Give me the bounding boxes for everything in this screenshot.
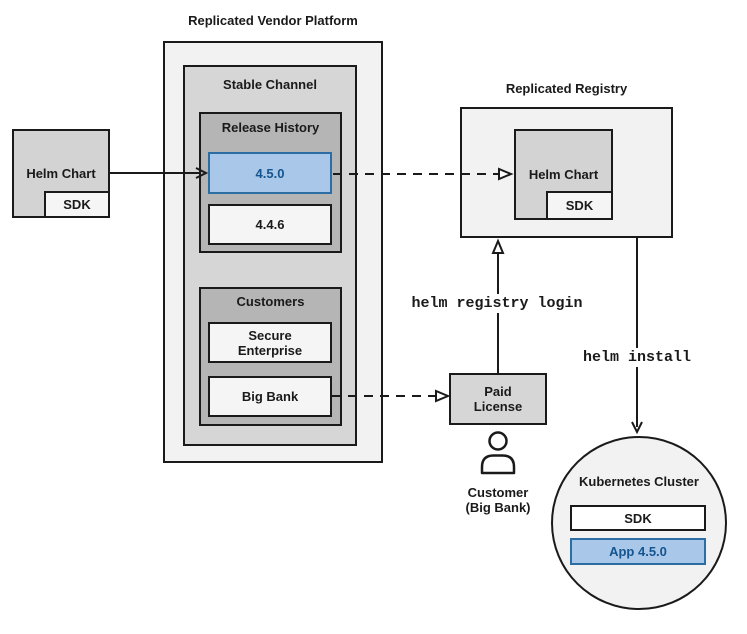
release-4-4-6-box: 4.4.6 (208, 204, 332, 245)
registry-sdk-box: SDK (546, 191, 613, 220)
customer-actor-label: Customer (Big Bank) (466, 485, 531, 515)
source-helm-chart-label: Helm Chart (26, 166, 96, 181)
cluster-app-box: App 4.5.0 (570, 538, 706, 565)
source-sdk-box: SDK (44, 191, 110, 218)
release-4-5-0-box: 4.5.0 (208, 152, 332, 194)
release-4-5-0-label: 4.5.0 (255, 165, 285, 181)
vendor-platform-title: Replicated Vendor Platform (188, 13, 358, 28)
arrow-registry-to-cluster (631, 238, 643, 435)
release-history-label: Release History (221, 120, 320, 135)
customers-label: Customers (236, 294, 305, 309)
stable-channel-label: Stable Channel (223, 77, 317, 92)
customer-actor-line1: Customer (467, 485, 529, 500)
paid-license-label: Paid License (473, 384, 523, 414)
customer-actor-line2: (Big Bank) (465, 500, 531, 515)
customer-secure-enterprise-label: Secure Enterprise (237, 327, 303, 358)
registry-sdk-label: SDK (565, 198, 594, 213)
cluster-sdk-box: SDK (570, 505, 706, 531)
kubernetes-cluster-title: Kubernetes Cluster (579, 474, 699, 489)
registry-helm-chart-label: Helm Chart (528, 167, 599, 182)
cluster-app-label: App 4.5.0 (609, 544, 667, 559)
helm-registry-login-command: helm registry login (406, 294, 588, 313)
release-4-4-6-label: 4.4.6 (255, 217, 285, 232)
customer-big-bank-label: Big Bank (241, 389, 299, 404)
customer-secure-enterprise-box: Secure Enterprise (208, 322, 332, 363)
customer-big-bank-box: Big Bank (208, 376, 332, 417)
source-sdk-label: SDK (63, 197, 91, 212)
replicated-registry-title: Replicated Registry (505, 81, 628, 96)
person-icon (480, 431, 516, 475)
cluster-sdk-label: SDK (624, 510, 652, 526)
helm-install-command: helm install (577, 348, 697, 367)
paid-license-box: Paid License (449, 373, 547, 425)
